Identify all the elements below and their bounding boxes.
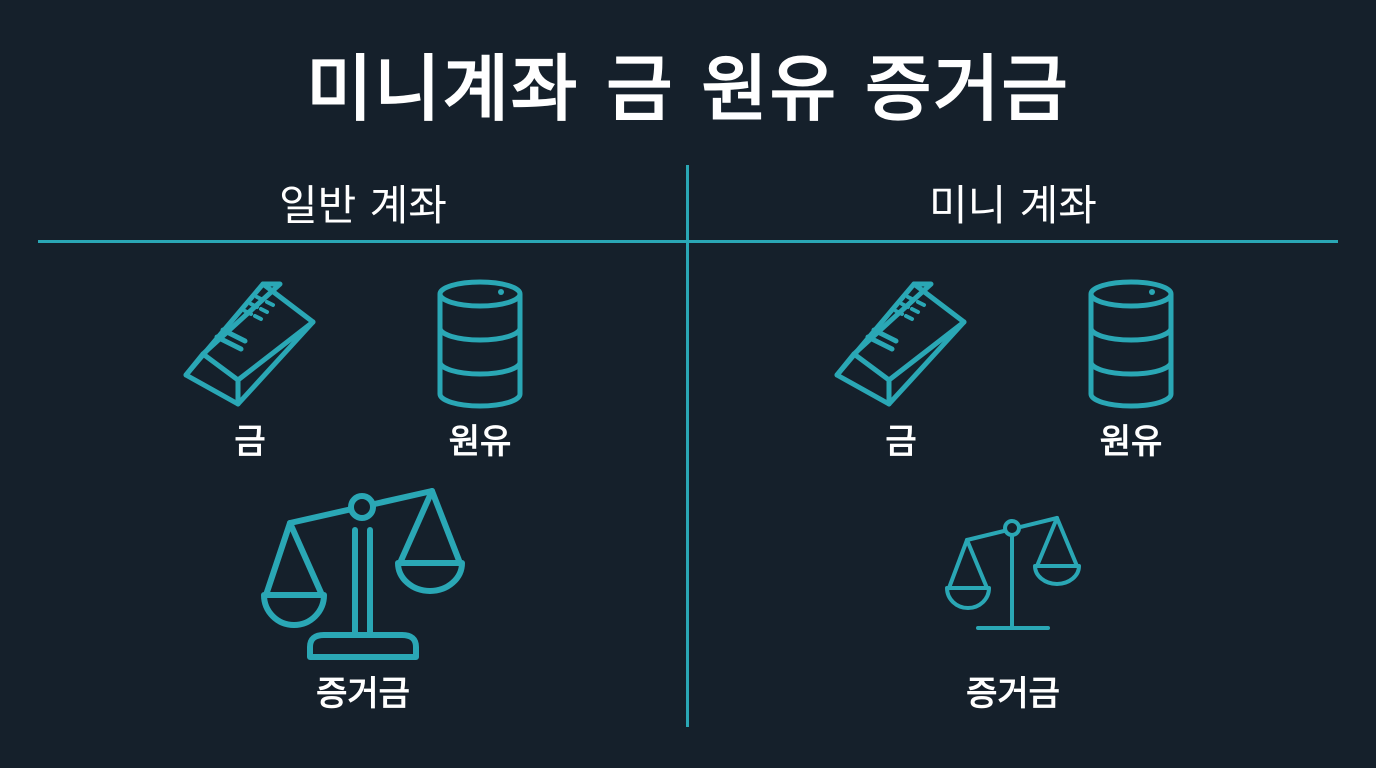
margin-label: 증거금	[966, 674, 1060, 714]
gold-label: 금	[234, 422, 266, 462]
gold-bar-icon	[183, 281, 318, 407]
oil-label: 원유	[1099, 422, 1163, 462]
oil-barrel-icon	[437, 279, 523, 409]
oil-barrel-icon	[1088, 279, 1174, 409]
oil-label: 원유	[448, 422, 512, 462]
balance-scale-icon	[261, 485, 465, 663]
balance-scale-icon	[945, 514, 1081, 634]
margin-label: 증거금	[316, 674, 410, 714]
column-header-standard: 일반 계좌	[279, 181, 447, 230]
gold-bar-icon	[834, 281, 969, 407]
column-divider	[686, 165, 689, 727]
gold-label: 금	[885, 422, 917, 462]
page-title: 미니계좌 금 원유 증거금	[306, 47, 1070, 131]
column-header-mini: 미니 계좌	[929, 181, 1097, 230]
